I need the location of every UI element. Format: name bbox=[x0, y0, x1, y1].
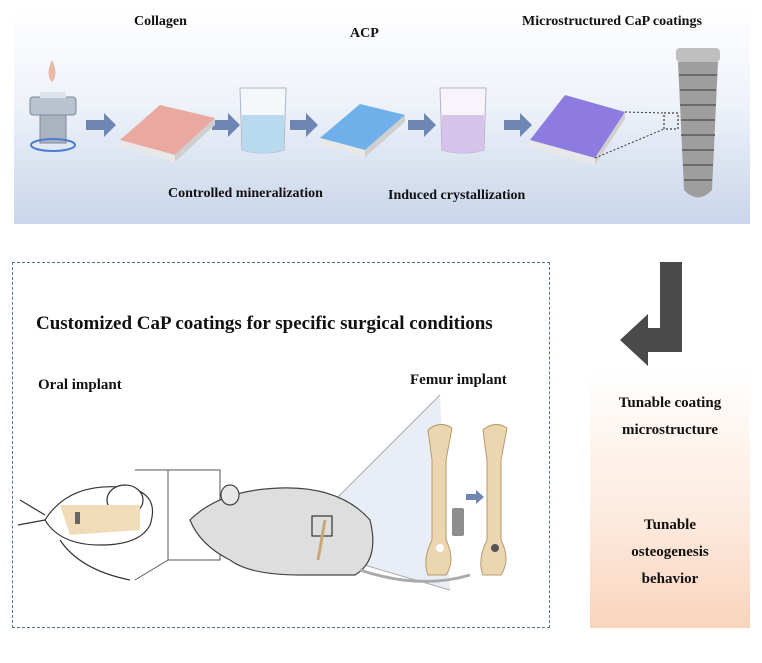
microstructured-coating-slab bbox=[530, 95, 679, 165]
beaker-2 bbox=[439, 87, 487, 154]
rat-head-oral-illustration bbox=[17, 484, 154, 581]
oral-implant-label: Oral implant bbox=[38, 377, 122, 393]
induced-crystallization-label: Induced crystallization bbox=[388, 188, 526, 203]
spin-coater-icon bbox=[29, 60, 77, 152]
implant-small-icon bbox=[452, 508, 464, 536]
collagen-slab bbox=[120, 105, 215, 162]
application-title: Customized CaP coatings for specific sur… bbox=[36, 313, 493, 334]
microstructured-coatings-label: Microstructured CaP coatings bbox=[522, 14, 702, 29]
tunable-osteogenesis-text: Tunable osteogenesis behavior bbox=[631, 517, 709, 587]
dental-implant-icon bbox=[676, 48, 720, 198]
process-arrows bbox=[86, 113, 532, 137]
arrow-5 bbox=[504, 113, 532, 137]
acp-slab bbox=[320, 104, 405, 157]
acp-label: ACP bbox=[350, 26, 379, 41]
collagen-label: Collagen bbox=[134, 14, 187, 29]
arrow-4 bbox=[408, 113, 436, 137]
arrow-1 bbox=[86, 113, 116, 137]
rat-illustration bbox=[189, 484, 471, 583]
small-arrow-icon bbox=[466, 490, 484, 504]
arrow-2 bbox=[212, 113, 240, 137]
arrow-3 bbox=[290, 113, 318, 137]
application-panel bbox=[12, 262, 550, 628]
l-shaped-arrow-icon bbox=[620, 262, 682, 366]
tunable-microstructure-text: Tunable coating microstructure bbox=[618, 395, 722, 438]
beaker-1 bbox=[239, 87, 287, 154]
femur-bone-1 bbox=[425, 424, 453, 576]
controlled-mineralization-label: Controlled mineralization bbox=[168, 186, 323, 201]
femur-implant-label: Femur implant bbox=[410, 372, 507, 388]
outcome-panel bbox=[590, 370, 750, 628]
femur-bone-2 bbox=[480, 424, 508, 576]
